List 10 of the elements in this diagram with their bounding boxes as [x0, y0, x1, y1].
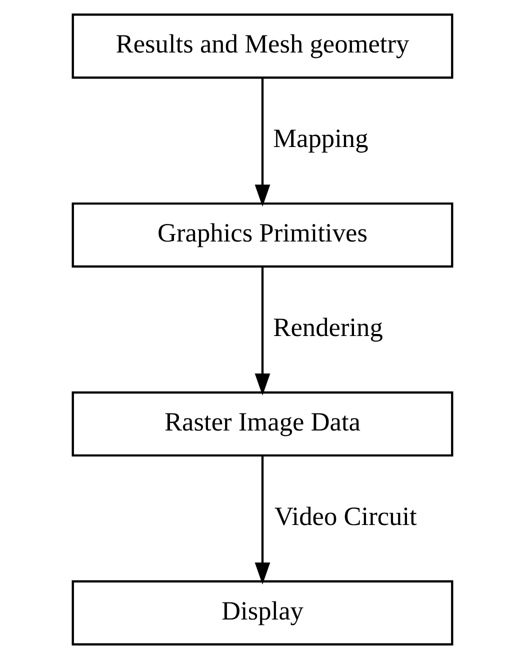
- arrow: [254, 78, 270, 207]
- node-box: Raster Image Data: [71, 391, 453, 457]
- node-box: Display: [71, 580, 453, 646]
- edge-label: Mapping: [272, 124, 368, 154]
- edge-label: Rendering: [272, 312, 382, 342]
- arrow: [254, 456, 270, 584]
- node-box: Graphics Primitives: [71, 202, 453, 268]
- edge-label: Video Circuit: [274, 502, 416, 531]
- arrow: [254, 266, 270, 396]
- node-box: Results and Mesh geometry: [71, 14, 453, 79]
